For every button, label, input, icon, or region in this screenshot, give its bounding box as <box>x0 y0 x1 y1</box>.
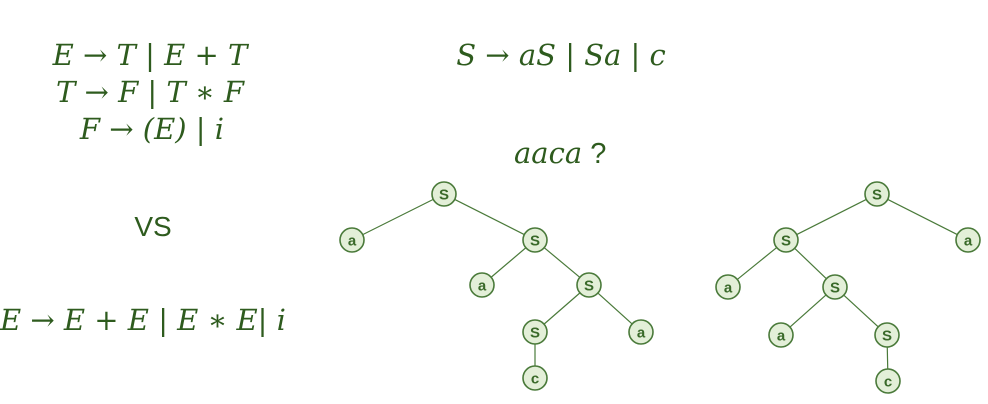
tree-node-circle <box>522 319 548 345</box>
tree-node-circle <box>628 319 654 345</box>
versus-label: VS <box>134 211 172 242</box>
tree-node-c: c <box>522 365 548 391</box>
tree-node-a: a <box>955 227 981 253</box>
tree-edge-left <box>362 198 434 236</box>
tree-node-circle <box>875 368 901 394</box>
tree-node-circle <box>522 227 548 253</box>
tree-edge-left <box>490 247 527 278</box>
tree-node-a: a <box>768 322 794 348</box>
tree-node-s: S <box>822 274 848 300</box>
tree-node-a: a <box>715 274 741 300</box>
tree-edge-left <box>454 198 525 236</box>
tree-node-circle <box>874 322 900 348</box>
tree-node-circle <box>339 227 365 253</box>
tree-edge-left <box>543 247 581 278</box>
tree-node-circle <box>822 274 848 300</box>
tree-node-label: S <box>584 278 594 295</box>
tree-node-circle <box>715 274 741 300</box>
tree-node-circle <box>864 181 890 207</box>
tree-node-s: S <box>773 227 799 253</box>
tree-node-label: S <box>530 233 540 250</box>
tree-node-s: S <box>874 322 900 348</box>
tree-node-label: a <box>348 233 357 250</box>
tree-node-circle <box>576 272 602 298</box>
grammar-rule-f: F → (E) | i <box>79 112 225 146</box>
question-mark: ? <box>590 138 607 170</box>
tree-node-s: S <box>522 227 548 253</box>
tree-node-circle <box>469 272 495 298</box>
tree-node-label: S <box>830 280 840 297</box>
tree-node-label: a <box>478 278 487 295</box>
tree-edge-right <box>887 198 958 236</box>
tree-edge-left <box>597 292 633 325</box>
tree-node-label: a <box>724 280 733 297</box>
tree-node-a: a <box>469 272 495 298</box>
tree-edge-right <box>843 294 879 328</box>
tree-edges-right <box>736 198 958 370</box>
tree-node-circle <box>955 227 981 253</box>
tree-node-label: a <box>637 325 646 342</box>
grammar-rule-s: S → aS | Sa | c <box>456 38 666 72</box>
tree-edge-left <box>543 292 581 325</box>
tree-node-circle <box>773 227 799 253</box>
tree-node-label: S <box>439 187 449 204</box>
tree-node-circle <box>522 365 548 391</box>
tree-node-c: c <box>875 368 901 394</box>
tree-node-s: S <box>576 272 602 298</box>
tree-node-s: S <box>431 181 457 207</box>
tree-node-a: a <box>339 227 365 253</box>
tree-node-s: S <box>522 319 548 345</box>
tree-node-label: S <box>530 325 540 342</box>
ambiguous-grammar-rule: E → E + E | E ∗ E| i <box>0 303 286 337</box>
tree-edge-right <box>796 198 867 236</box>
tree-node-label: a <box>777 328 786 345</box>
tree-node-label: c <box>531 371 539 388</box>
tree-edge-right <box>794 247 827 280</box>
tree-node-label: S <box>882 328 892 345</box>
tree-node-s: S <box>864 181 890 207</box>
grammar-rule-t: T → F | T ∗ F <box>55 75 245 109</box>
tree-node-circle <box>431 181 457 207</box>
tree-node-circle <box>768 322 794 348</box>
tree-node-label: S <box>781 233 791 250</box>
tree-node-a: a <box>628 319 654 345</box>
tree-edge-right <box>736 247 778 280</box>
tree-edges-left <box>362 198 633 366</box>
question-word: aaca ? <box>514 139 606 169</box>
question-string: aaca <box>514 136 583 170</box>
tree-node-label: c <box>884 374 892 391</box>
tree-node-label: a <box>964 233 973 250</box>
tree-edge-right <box>789 294 827 328</box>
grammar-rule-e: E → T | E + T <box>52 38 248 72</box>
tree-node-label: S <box>872 187 882 204</box>
